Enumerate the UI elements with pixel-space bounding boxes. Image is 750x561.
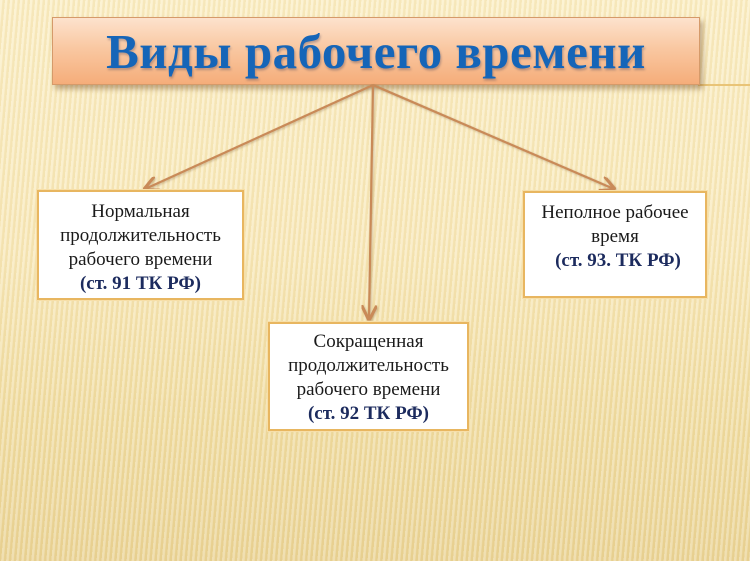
node-line: Сокращенная xyxy=(313,331,424,352)
node-line: рабочего времени xyxy=(68,249,213,270)
arrow-to-part-time xyxy=(372,83,614,189)
node-reference: (ст. 93. ТК РФ) xyxy=(555,250,681,271)
node-normal-working-time: Нормальная продолжительность рабочего вр… xyxy=(37,190,244,300)
decorative-line xyxy=(698,84,750,86)
node-part-time-work: Неполное рабочее время (ст. 93. ТК РФ) xyxy=(523,191,707,298)
node-line: рабочего времени xyxy=(296,379,441,400)
node-line: Неполное рабочее xyxy=(541,202,689,223)
diagram-title: Виды рабочего времени xyxy=(106,23,646,79)
arrow-to-normal xyxy=(145,83,374,189)
node-line: продолжительность xyxy=(60,225,221,246)
node-reference: (ст. 92 ТК РФ) xyxy=(307,403,430,424)
arrow-to-reduced xyxy=(369,84,373,319)
node-line: время xyxy=(591,226,639,247)
node-line: продолжительность xyxy=(288,355,449,376)
node-reference: (ст. 91 ТК РФ) xyxy=(79,273,202,294)
node-line: Нормальная xyxy=(91,201,190,222)
node-reduced-working-time: Сокращенная продолжительность рабочего в… xyxy=(268,322,469,431)
title-box: Виды рабочего времени xyxy=(52,17,700,85)
